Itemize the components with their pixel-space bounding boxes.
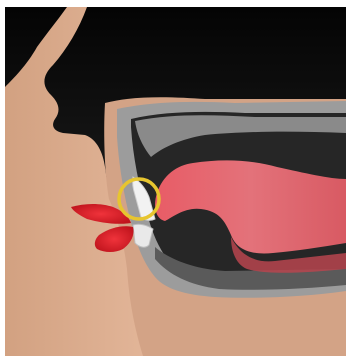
mouth-cross-section-illustration: [5, 7, 346, 356]
